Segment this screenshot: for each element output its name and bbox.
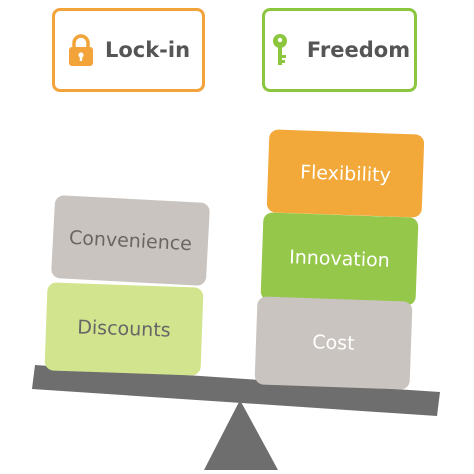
key-icon [269,33,297,67]
block-innovation: Innovation [260,212,419,306]
lock-icon [67,33,95,67]
freedom-label-box: Freedom [262,8,417,92]
block-cost: Cost [254,296,413,390]
block-discounts: Discounts [44,282,204,376]
lockin-label: Lock-in [104,38,191,62]
block-flexibility: Flexibility [266,129,425,218]
freedom-label: Freedom [306,38,411,62]
scale-beam [32,365,440,416]
scale-fulcrum [204,400,278,470]
lockin-label-box: Lock-in [52,8,205,92]
block-convenience: Convenience [50,195,211,286]
